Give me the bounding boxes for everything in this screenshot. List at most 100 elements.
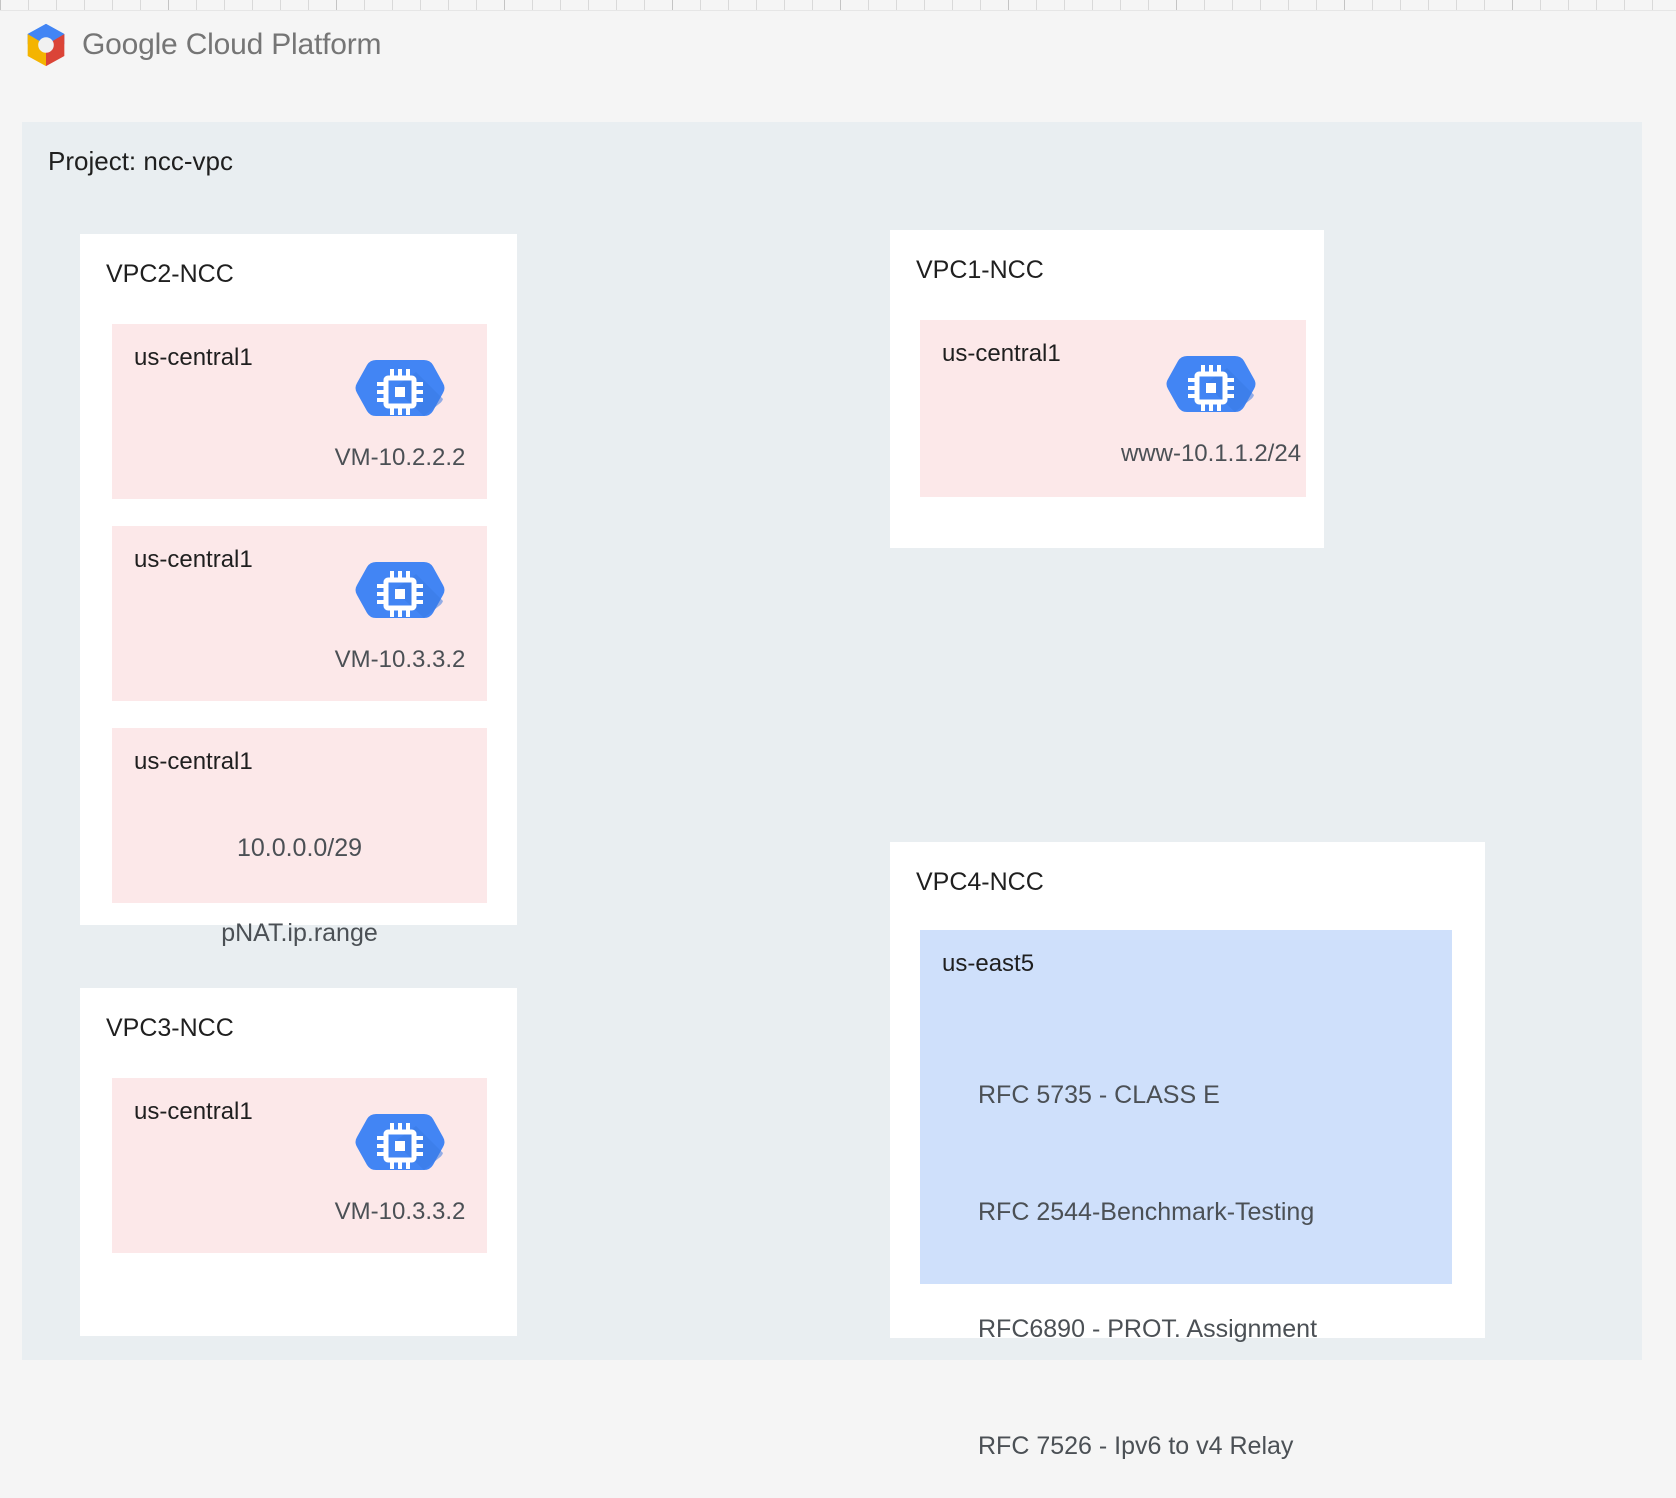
ruler-tick — [0, 0, 1, 10]
vm-label-vpc2-2: VM-10.3.3.2 — [334, 646, 466, 673]
ruler-tick — [1092, 0, 1093, 10]
rfc-list-item: RFC 5735 - CLASS E — [978, 1081, 1220, 1109]
ruler-tick — [1484, 0, 1485, 10]
zone-label-vpc3-1: us-central1 — [134, 1098, 253, 1125]
ruler-tick — [308, 0, 309, 10]
vpc2-title: VPC2-NCC — [106, 260, 234, 288]
top-ruler — [0, 0, 1676, 11]
ruler-tick — [196, 0, 197, 10]
ruler-tick — [84, 0, 85, 10]
google-cloud-hexagon-logo-icon — [24, 22, 68, 68]
ruler-tick — [392, 0, 393, 10]
brand-header: Google Cloud Platform — [24, 22, 382, 68]
vm-label-vpc2-1: VM-10.2.2.2 — [334, 444, 466, 471]
zone-box-vpc2-2[interactable]: us-central1 — [112, 526, 487, 701]
ruler-tick — [1456, 0, 1457, 10]
rfc-list-item: RFC 2544-Benchmark-Testing — [978, 1198, 1315, 1226]
rfc-list-item: RFC6890 - PROT. Assignment — [978, 1315, 1318, 1343]
ruler-tick — [1512, 0, 1513, 10]
ruler-tick — [1148, 0, 1149, 10]
ruler-tick — [1344, 0, 1345, 10]
ruler-tick — [560, 0, 561, 10]
ruler-tick — [1008, 0, 1009, 10]
ruler-tick — [1568, 0, 1569, 10]
vm-node-vpc2-2[interactable]: VM-10.3.3.2 — [320, 540, 480, 674]
vm-node-vpc1-1[interactable]: www-10.1.1.2/24 — [1113, 334, 1309, 468]
zone-label-vpc2-1: us-central1 — [134, 344, 253, 371]
ruler-tick — [1316, 0, 1317, 10]
ruler-tick — [952, 0, 953, 10]
vpc-card-vpc4[interactable]: VPC4-NCC us-east5 RFC 5735 - CLASS E RFC… — [890, 842, 1485, 1460]
ruler-tick — [868, 0, 869, 10]
ruler-tick — [1036, 0, 1037, 10]
vpc-card-vpc1[interactable]: VPC1-NCC us-central1 — [890, 230, 1324, 548]
ruler-tick — [28, 0, 29, 10]
zone-box-vpc2-3[interactable]: us-central1 10.0.0.0/29 pNAT.ip.range — [112, 728, 487, 946]
pnat-text-block: 10.0.0.0/29 pNAT.ip.range — [112, 786, 487, 996]
zone-label-vpc2-2: us-central1 — [134, 546, 253, 573]
brand-google-text: Google — [82, 28, 178, 61]
ruler-tick — [1232, 0, 1233, 10]
ruler-tick — [1400, 0, 1401, 10]
ruler-tick — [280, 0, 281, 10]
vpc-card-vpc3[interactable]: VPC3-NCC us-central1 — [80, 988, 517, 1336]
ruler-tick — [448, 0, 449, 10]
ruler-tick — [784, 0, 785, 10]
rfc-list-item: RFC 7526 - Ipv6 to v4 Relay — [978, 1432, 1294, 1460]
compute-vm-icon — [320, 1092, 480, 1196]
ruler-tick — [1260, 0, 1261, 10]
compute-vm-icon — [320, 338, 480, 442]
pnat-line-1: 10.0.0.0/29 — [236, 834, 363, 862]
compute-vm-icon — [1113, 334, 1309, 438]
zone-label-vpc4-1: us-east5 — [942, 950, 1035, 977]
ruler-tick — [812, 0, 813, 10]
ruler-tick — [1540, 0, 1541, 10]
brand-title: Google Cloud Platform — [82, 28, 382, 62]
ruler-tick — [364, 0, 365, 10]
ruler-tick — [1624, 0, 1625, 10]
ruler-tick — [980, 0, 981, 10]
vpc4-title: VPC4-NCC — [916, 868, 1044, 896]
ruler-tick — [728, 0, 729, 10]
ruler-tick — [756, 0, 757, 10]
rfc-list: RFC 5735 - CLASS E RFC 2544-Benchmark-Te… — [978, 998, 1317, 1498]
ruler-tick — [1596, 0, 1597, 10]
ruler-tick — [476, 0, 477, 10]
ruler-tick — [1204, 0, 1205, 10]
zone-label-vpc2-3: us-central1 — [134, 748, 253, 775]
ruler-tick — [1652, 0, 1653, 10]
vm-node-vpc3-1[interactable]: VM-10.3.3.2 — [320, 1092, 480, 1226]
vpc3-title: VPC3-NCC — [106, 1014, 234, 1042]
vpc1-title: VPC1-NCC — [916, 256, 1044, 284]
ruler-tick — [56, 0, 57, 10]
ruler-tick — [504, 0, 505, 10]
zone-label-vpc1-1: us-central1 — [942, 340, 1061, 367]
ruler-tick — [616, 0, 617, 10]
ruler-tick — [840, 0, 841, 10]
project-container: Project: ncc-vpc VPC2-NCC us-central1 — [22, 122, 1642, 1460]
zone-box-vpc2-1[interactable]: us-central1 — [112, 324, 487, 499]
ruler-tick — [700, 0, 701, 10]
ruler-tick — [140, 0, 141, 10]
ruler-tick — [252, 0, 253, 10]
ruler-tick — [1176, 0, 1177, 10]
ruler-tick — [1064, 0, 1065, 10]
zone-box-vpc3-1[interactable]: us-central1 — [112, 1078, 487, 1253]
pnat-line-2: pNAT.ip.range — [221, 919, 378, 947]
ruler-tick — [672, 0, 673, 10]
zone-box-vpc4-1[interactable]: us-east5 RFC 5735 - CLASS E RFC 2544-Ben… — [920, 930, 1452, 1460]
project-title: Project: ncc-vpc — [48, 146, 233, 176]
ruler-tick — [1372, 0, 1373, 10]
ruler-tick — [1428, 0, 1429, 10]
ruler-tick — [420, 0, 421, 10]
ruler-tick — [896, 0, 897, 10]
vm-label-vpc1-1: www-10.1.1.2/24 — [1120, 440, 1302, 467]
ruler-tick — [112, 0, 113, 10]
vm-node-vpc2-1[interactable]: VM-10.2.2.2 — [320, 338, 480, 472]
ruler-tick — [644, 0, 645, 10]
zone-box-vpc1-1[interactable]: us-central1 — [920, 320, 1306, 497]
vpc-card-vpc2[interactable]: VPC2-NCC us-central1 — [80, 234, 517, 946]
ruler-tick — [224, 0, 225, 10]
ruler-tick — [532, 0, 533, 10]
